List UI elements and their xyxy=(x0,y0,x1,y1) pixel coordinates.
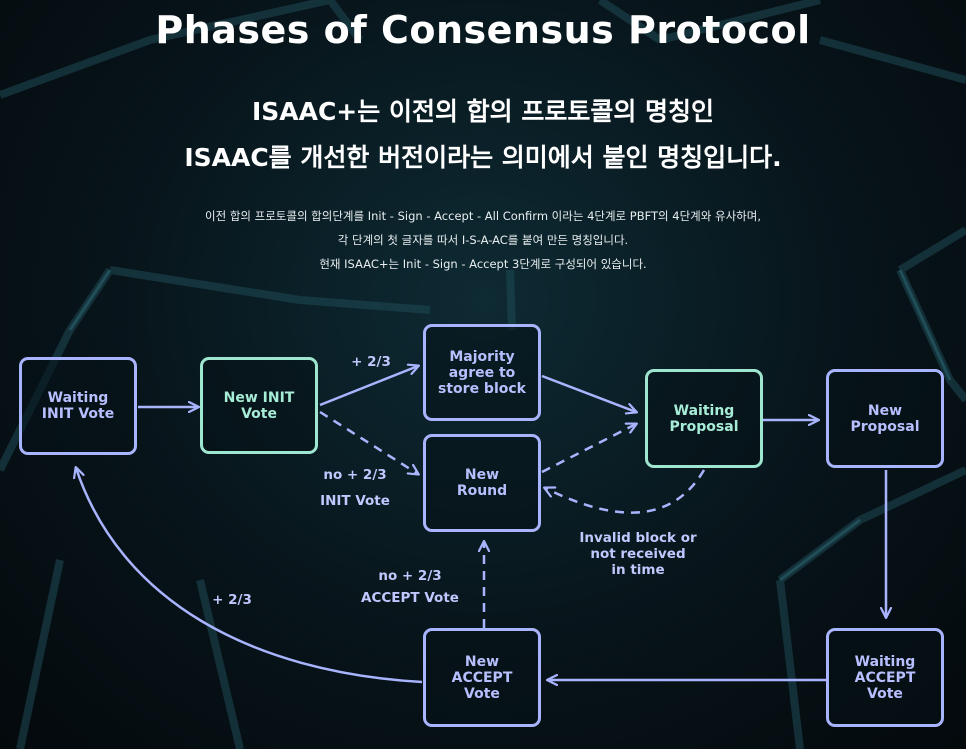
node-new-init-vote: New INIT Vote xyxy=(200,357,318,454)
node-new-round: New Round xyxy=(423,434,541,532)
label-plus-two-thirds-left: + 2/3 xyxy=(212,592,252,608)
arrow-newinit-to-majority xyxy=(319,366,418,407)
node-waiting-accept-vote: Waiting ACCEPT Vote xyxy=(826,628,944,727)
arrow-newround-to-waitproposal xyxy=(541,424,636,474)
subtitle-line-1: ISAAC+는 이전의 합의 프로토콜의 명칭인 xyxy=(251,97,715,126)
label-no-accept-vote: no + 2/3 ACCEPT Vote xyxy=(361,568,459,606)
node-majority-agree: Majority agree to store block xyxy=(423,324,541,421)
arrow-majority-to-waitproposal xyxy=(541,374,636,412)
node-waiting-proposal: Waiting Proposal xyxy=(645,369,763,468)
label-no-init-vote: no + 2/3 INIT Vote xyxy=(320,467,390,509)
description-line-3: 현재 ISAAC+는 Init - Sign - Accept 3단계로 구성되… xyxy=(319,257,647,271)
page-title: Phases of Consensus Protocol xyxy=(155,8,811,52)
node-new-proposal: New Proposal xyxy=(826,369,944,468)
description-line-1: 이전 합의 프로토콜의 합의단계를 Init - Sign - Accept -… xyxy=(205,209,761,223)
label-invalid-block: Invalid block or not received in time xyxy=(579,530,697,578)
node-waiting-init-vote: Waiting INIT Vote xyxy=(19,357,137,455)
subtitle-line-2: ISAAC를 개선한 버전이라는 의미에서 붙인 명칭입니다. xyxy=(184,143,782,172)
arrow-newinit-to-newround xyxy=(319,410,418,474)
description-line-2: 각 단계의 첫 글자를 따서 I-S-A-AC를 붙여 만든 명칭입니다. xyxy=(337,233,629,247)
arrow-newaccept-to-waitinit xyxy=(76,468,423,684)
node-new-accept-vote: New ACCEPT Vote xyxy=(423,628,541,727)
arrow-waitproposal-to-newround xyxy=(545,469,706,514)
label-plus-two-thirds-top: + 2/3 xyxy=(351,354,391,370)
